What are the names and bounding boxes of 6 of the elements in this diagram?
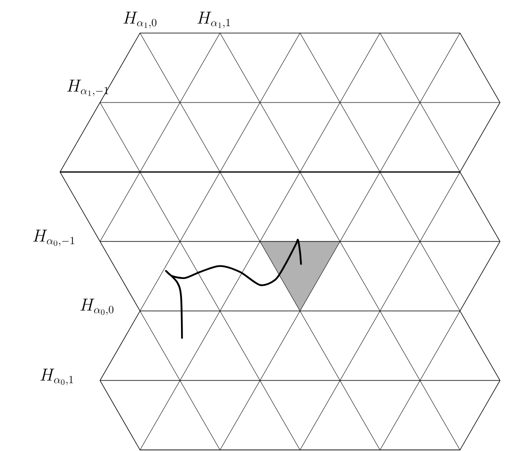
line-label: $H_{\alpha_1,1}$ [197,12,230,28]
line-label: $H_{\alpha_1,0}$ [123,12,156,28]
line-label: $H_{\alpha_0,1}$ [40,368,73,386]
line-label: $H_{\alpha_0,-1}$ [33,230,74,246]
line-label: $H_{\alpha_1,-1}$ [67,80,108,96]
line-label: $H_{\alpha_0,0}$ [80,298,114,316]
